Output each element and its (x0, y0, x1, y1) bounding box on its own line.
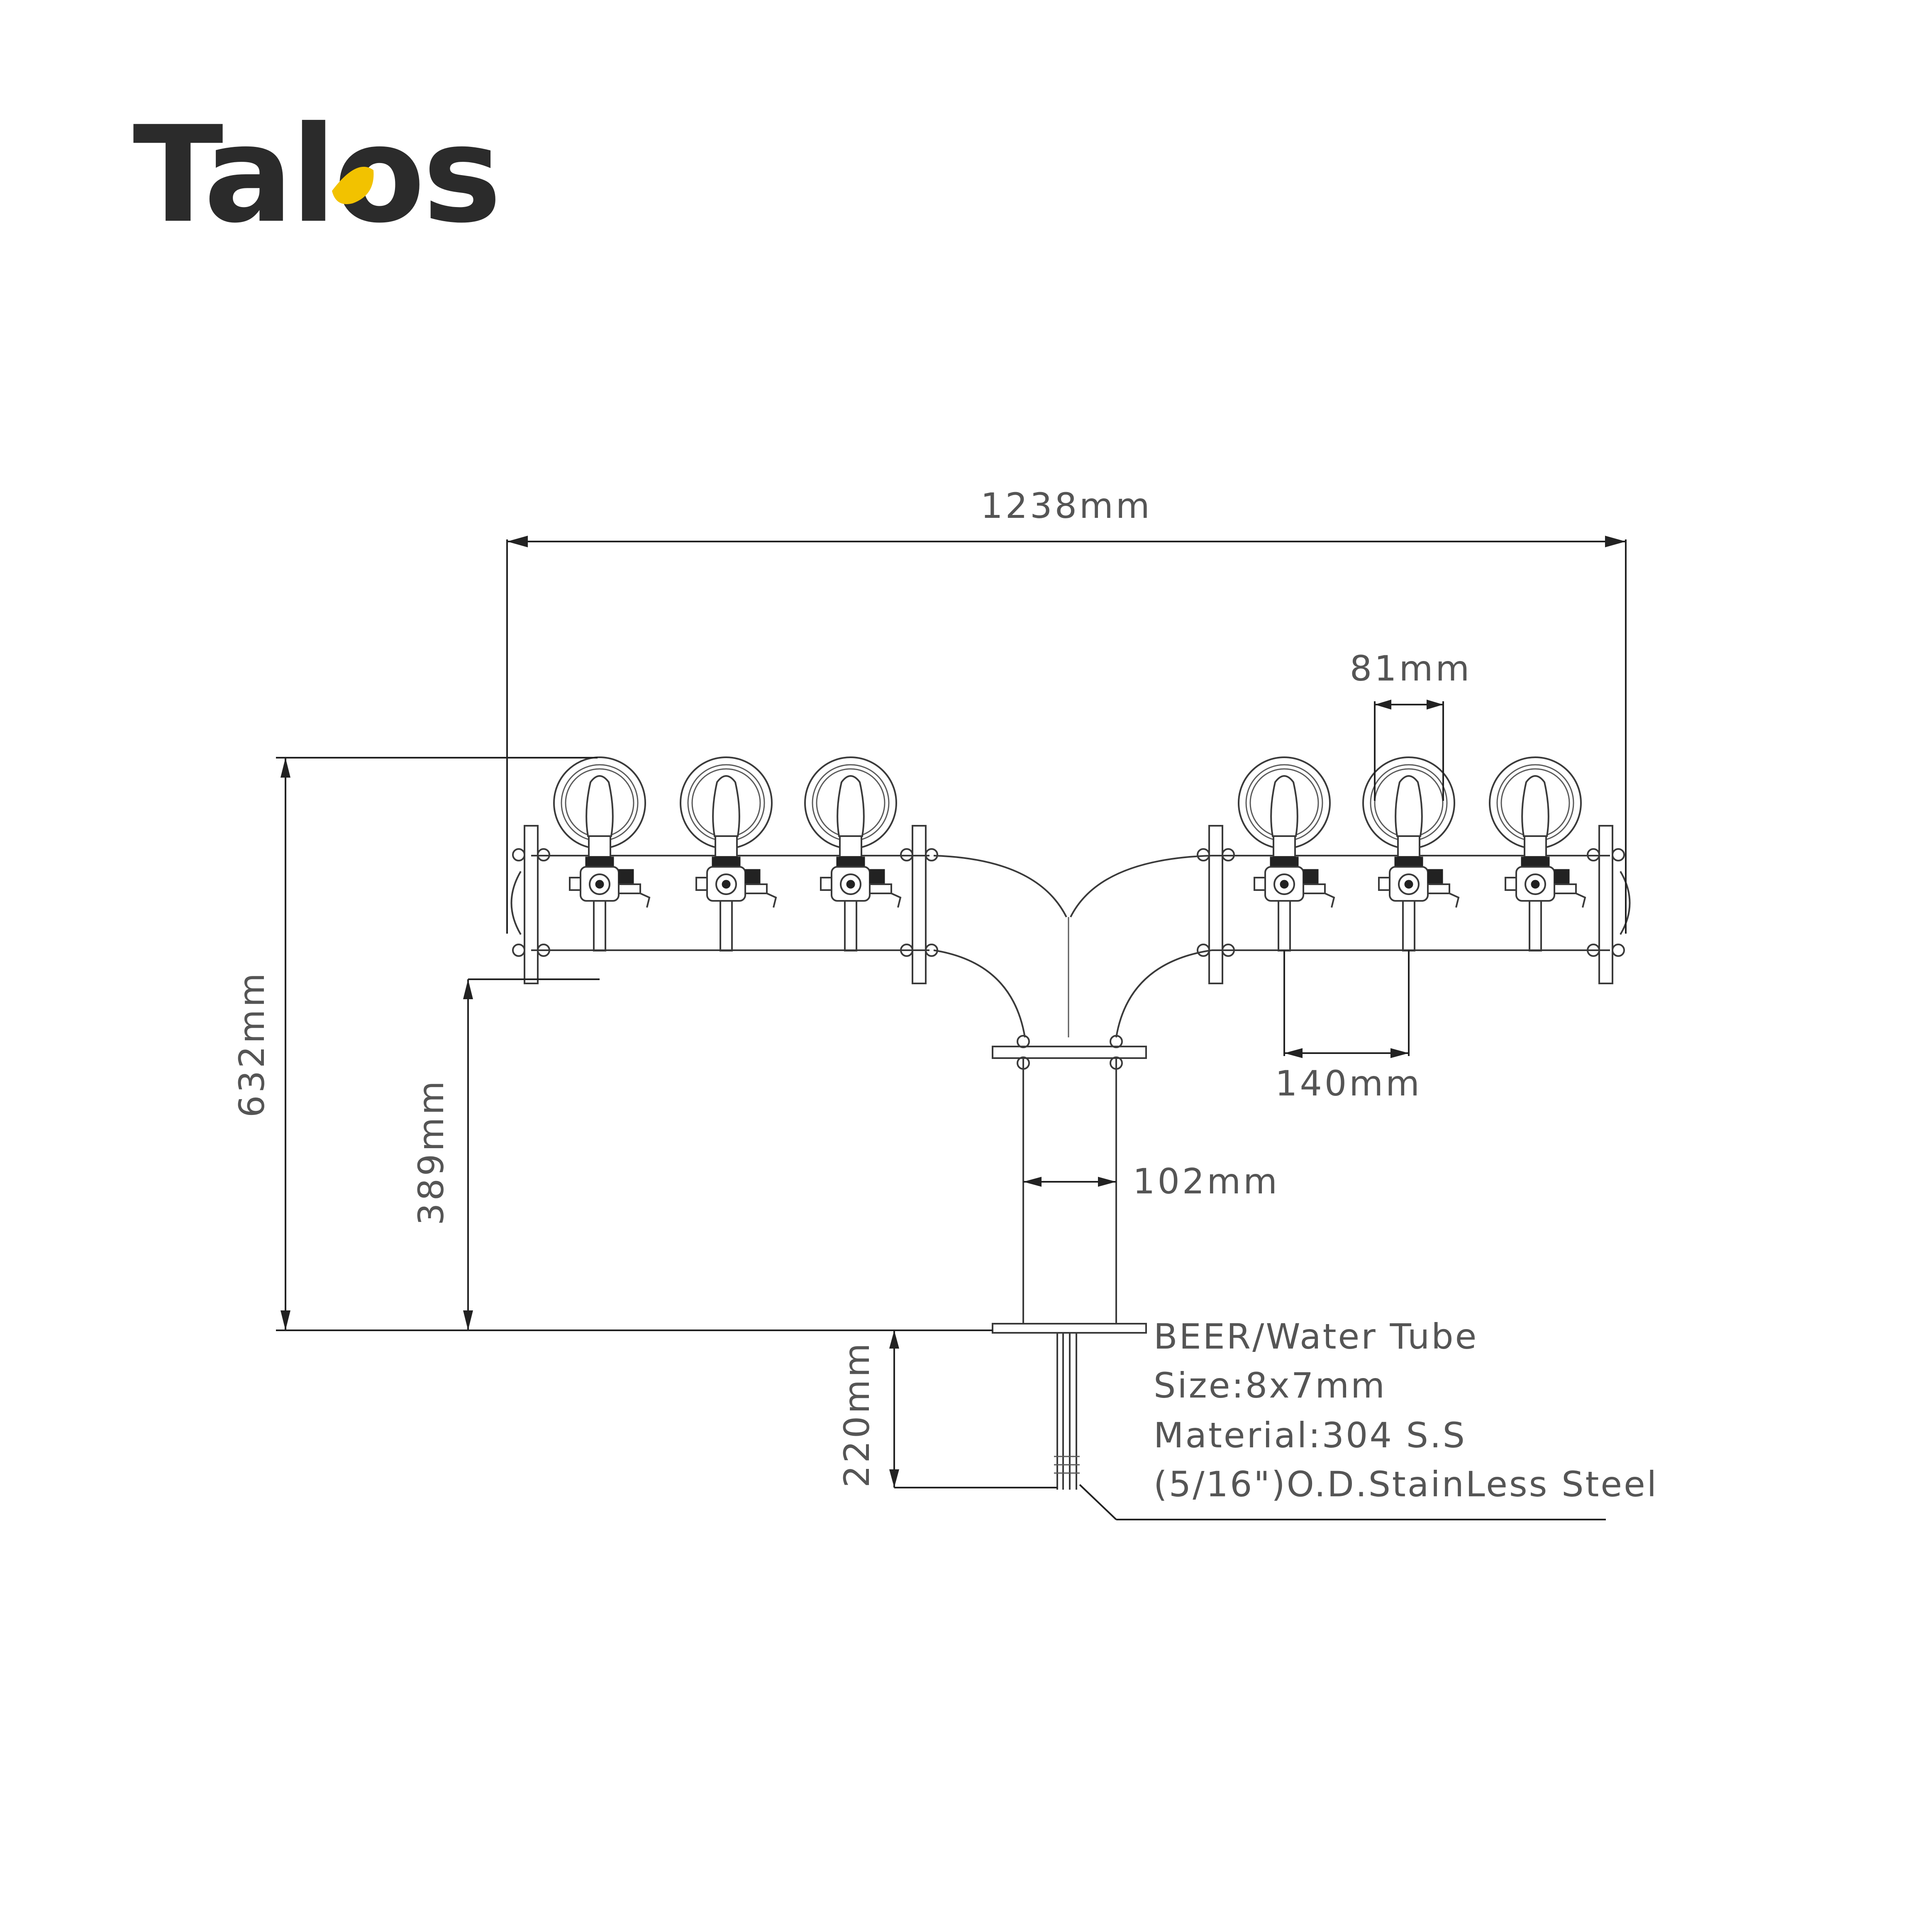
dimension-tap-spacing: 140mm (1275, 950, 1422, 1104)
dimension-label-column-diameter: 102mm (1133, 1161, 1280, 1202)
dimension-label-handle-spacing: 81mm (1350, 648, 1472, 689)
dimension-overall-width: 1238mm (506, 485, 1627, 934)
dimension-label-shank-length: 220mm (837, 1341, 877, 1488)
dimension-label-overall-width: 1238mm (981, 485, 1152, 526)
spec-line-4: (5/16")O.D.StainLess Steel (1154, 1464, 1658, 1505)
dimension-handle-spacing: 81mm (1350, 648, 1472, 801)
dimension-label-tap-height: 389mm (411, 1078, 451, 1225)
tap-row-right (1238, 756, 1586, 951)
spec-line-3: Material:304 S.S (1154, 1415, 1466, 1456)
tap-1 (553, 756, 650, 951)
tap-4 (1238, 756, 1335, 951)
dimension-label-total-height: 632mm (232, 971, 272, 1117)
logo-accent-swoosh (332, 166, 374, 204)
tap-2 (680, 756, 777, 951)
tube-spec-callout: BEER/Water Tube Size:8x7mm Material:304 … (1079, 1316, 1658, 1520)
tap-row-left (553, 756, 901, 951)
dimension-column-diameter: 102mm (1023, 1161, 1280, 1202)
spec-line-1: BEER/Water Tube (1154, 1316, 1478, 1357)
dimension-shank-length: 220mm (837, 1330, 1057, 1488)
dimension-tap-height: 389mm (411, 978, 600, 1330)
brand-logo: Talos (133, 98, 502, 252)
tap-3 (804, 756, 901, 951)
spec-line-2: Size:8x7mm (1154, 1365, 1386, 1406)
brand-name: Talos (133, 98, 499, 252)
tap-6 (1489, 756, 1586, 951)
tap-5 (1362, 756, 1459, 951)
dimension-total-height: 632mm (232, 757, 993, 1331)
dimension-label-tap-spacing: 140mm (1275, 1063, 1422, 1104)
beer-tower (510, 825, 1631, 1490)
